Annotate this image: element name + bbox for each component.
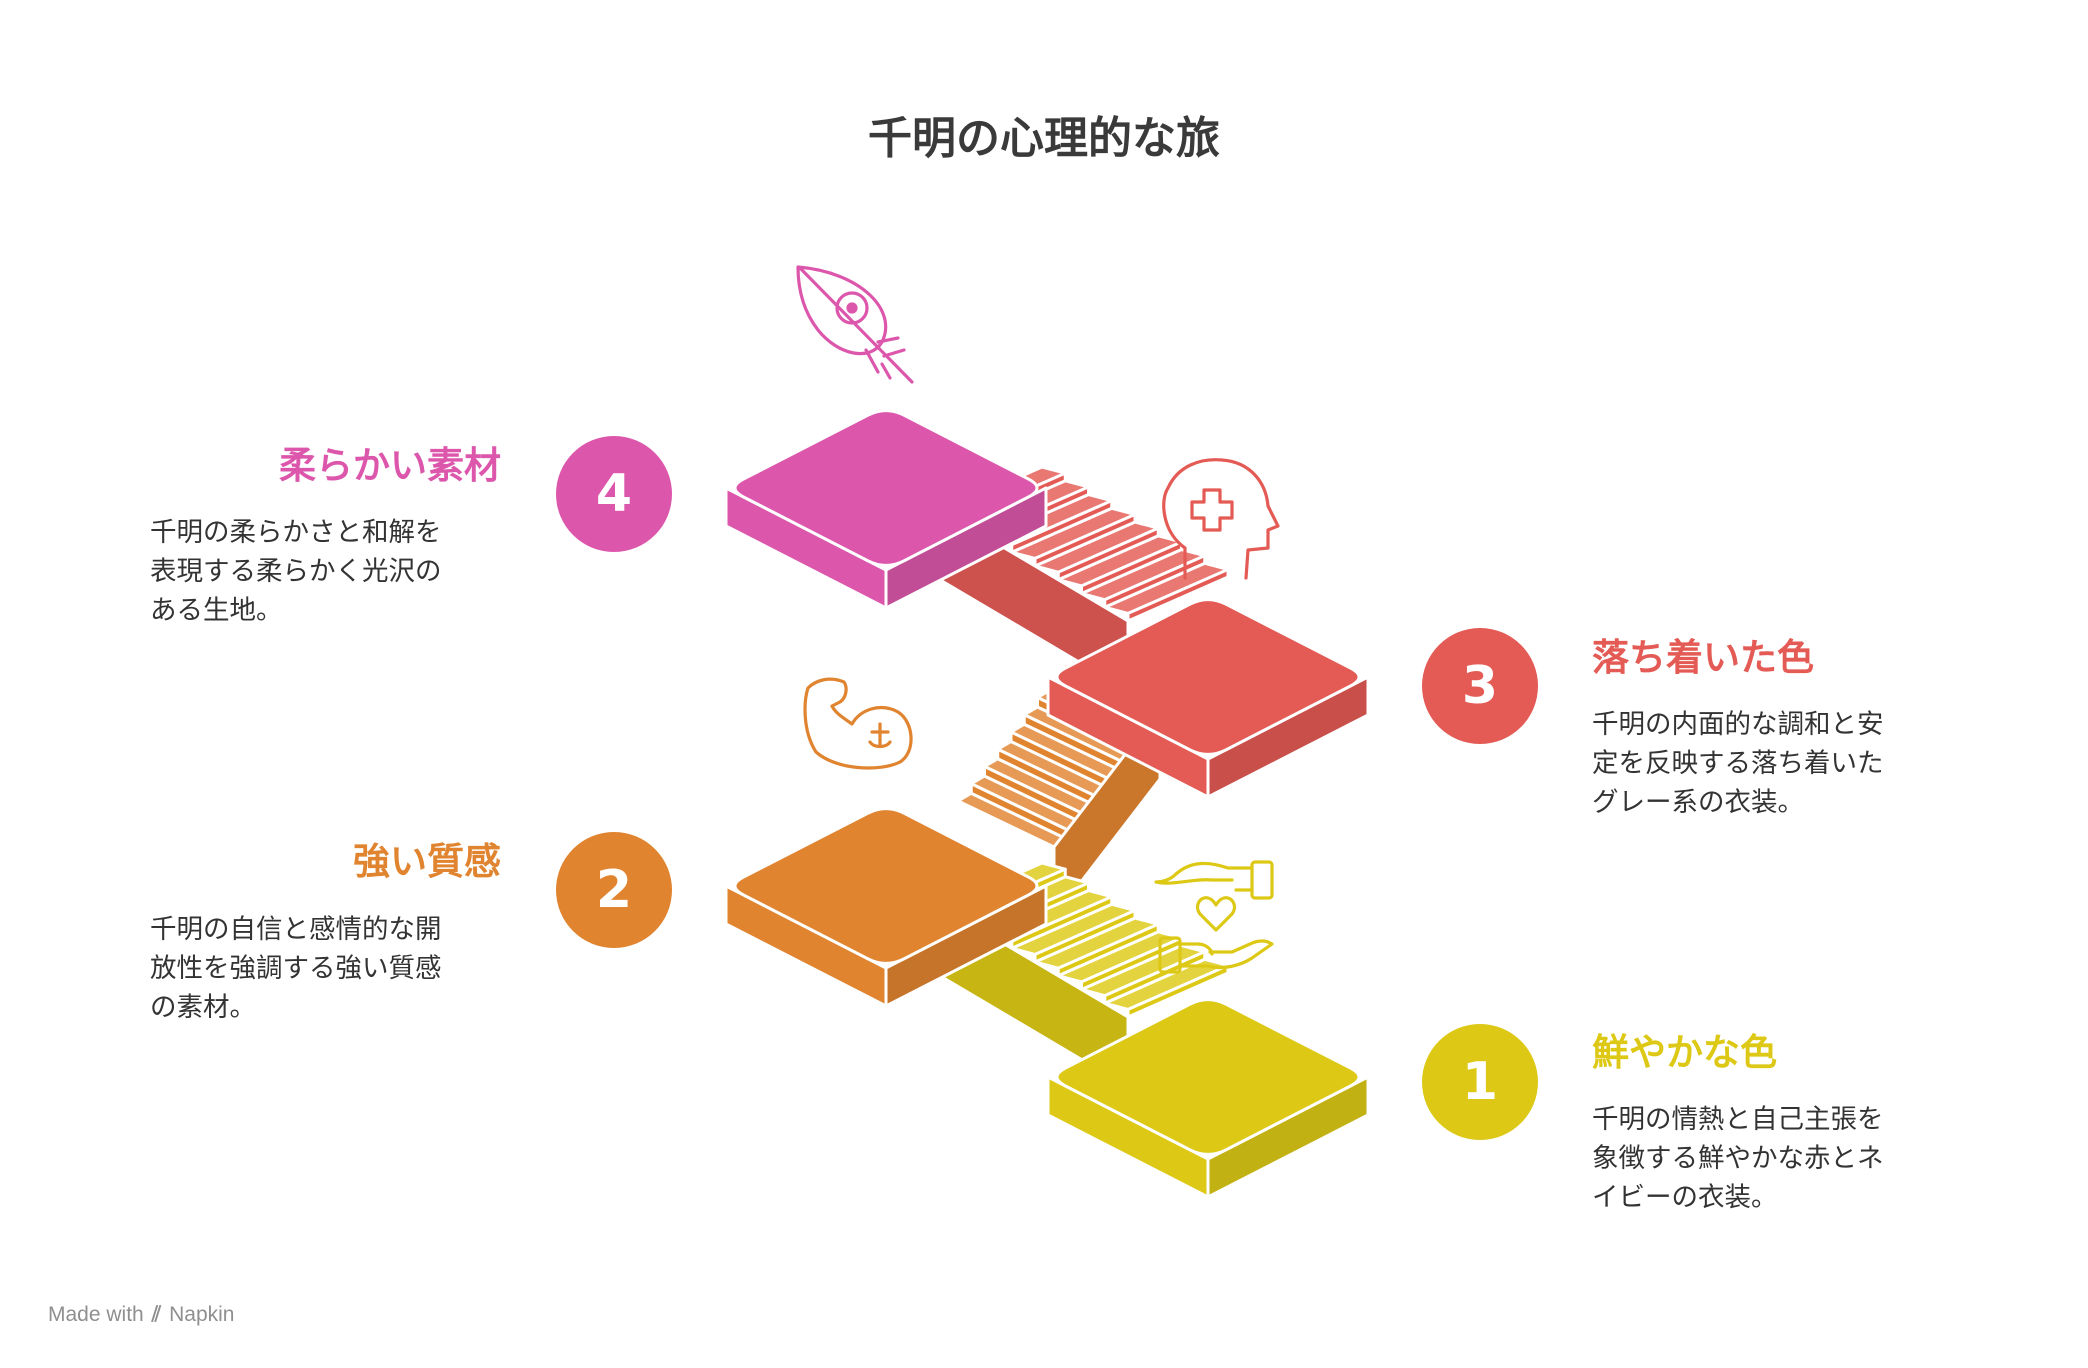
step-1-heading: 鮮やかな色 — [1592, 1031, 1777, 1074]
step-2-number: 2 — [556, 832, 672, 948]
step-3-description: 千明の内面的な調和と安 定を反映する落ち着いた グレー系の衣装。 — [1592, 709, 1884, 818]
step-3-number: 3 — [1422, 628, 1538, 744]
flight-4-3-riser-2 — [1010, 499, 1114, 554]
platform-2-top — [733, 807, 1039, 965]
made-with-napkin-badge: Made with ⫽ Napkin — [48, 1303, 235, 1326]
flight-2-1-riser-3 — [1033, 908, 1137, 964]
step-4-heading: 柔らかい素材 — [279, 444, 501, 487]
diagram-title: 千明の心理的な旅 — [868, 113, 1220, 164]
step-1-number: 1 — [1422, 1024, 1538, 1140]
flight-2-1-riser-4 — [1056, 922, 1160, 978]
feather-icon — [796, 265, 914, 384]
flight-4-3-riser-5 — [1080, 540, 1183, 595]
flight-2-1-riser-7 — [1126, 963, 1230, 1019]
platform-1-top — [1055, 998, 1361, 1156]
step-2-heading: 強い質感 — [353, 840, 501, 883]
flexed-arm-icon — [803, 677, 913, 770]
stair-platforms — [724, 409, 1370, 1199]
hands-heart-icon — [1154, 860, 1274, 974]
flight-4-3-riser-3 — [1033, 512, 1137, 568]
step-4-description: 千明の柔らかさと和解を 表現する柔らかく光沢の ある生地。 — [150, 517, 442, 626]
step-3-heading: 落ち着いた色 — [1592, 636, 1814, 679]
flight-4-3-riser-6 — [1103, 554, 1207, 609]
step-1-description: 千明の情熱と自己主張を 象徴する鮮やかな赤とネ イビーの衣装。 — [1592, 1104, 1884, 1213]
flight-4-3-riser-7 — [1126, 567, 1230, 623]
platform-4-top — [733, 409, 1039, 567]
step-4-number: 4 — [556, 436, 672, 552]
step-2-description: 千明の自信と感情的な開 放性を強調する強い質感 の素材。 — [150, 914, 442, 1023]
platform-3-top — [1055, 598, 1361, 756]
flight-4-3-riser-4 — [1056, 526, 1160, 582]
mental-health-head-icon — [1162, 458, 1280, 580]
flight-2-1-riser-2 — [1010, 895, 1114, 950]
napkin-logo-icon: ⫽ — [151, 1303, 162, 1326]
